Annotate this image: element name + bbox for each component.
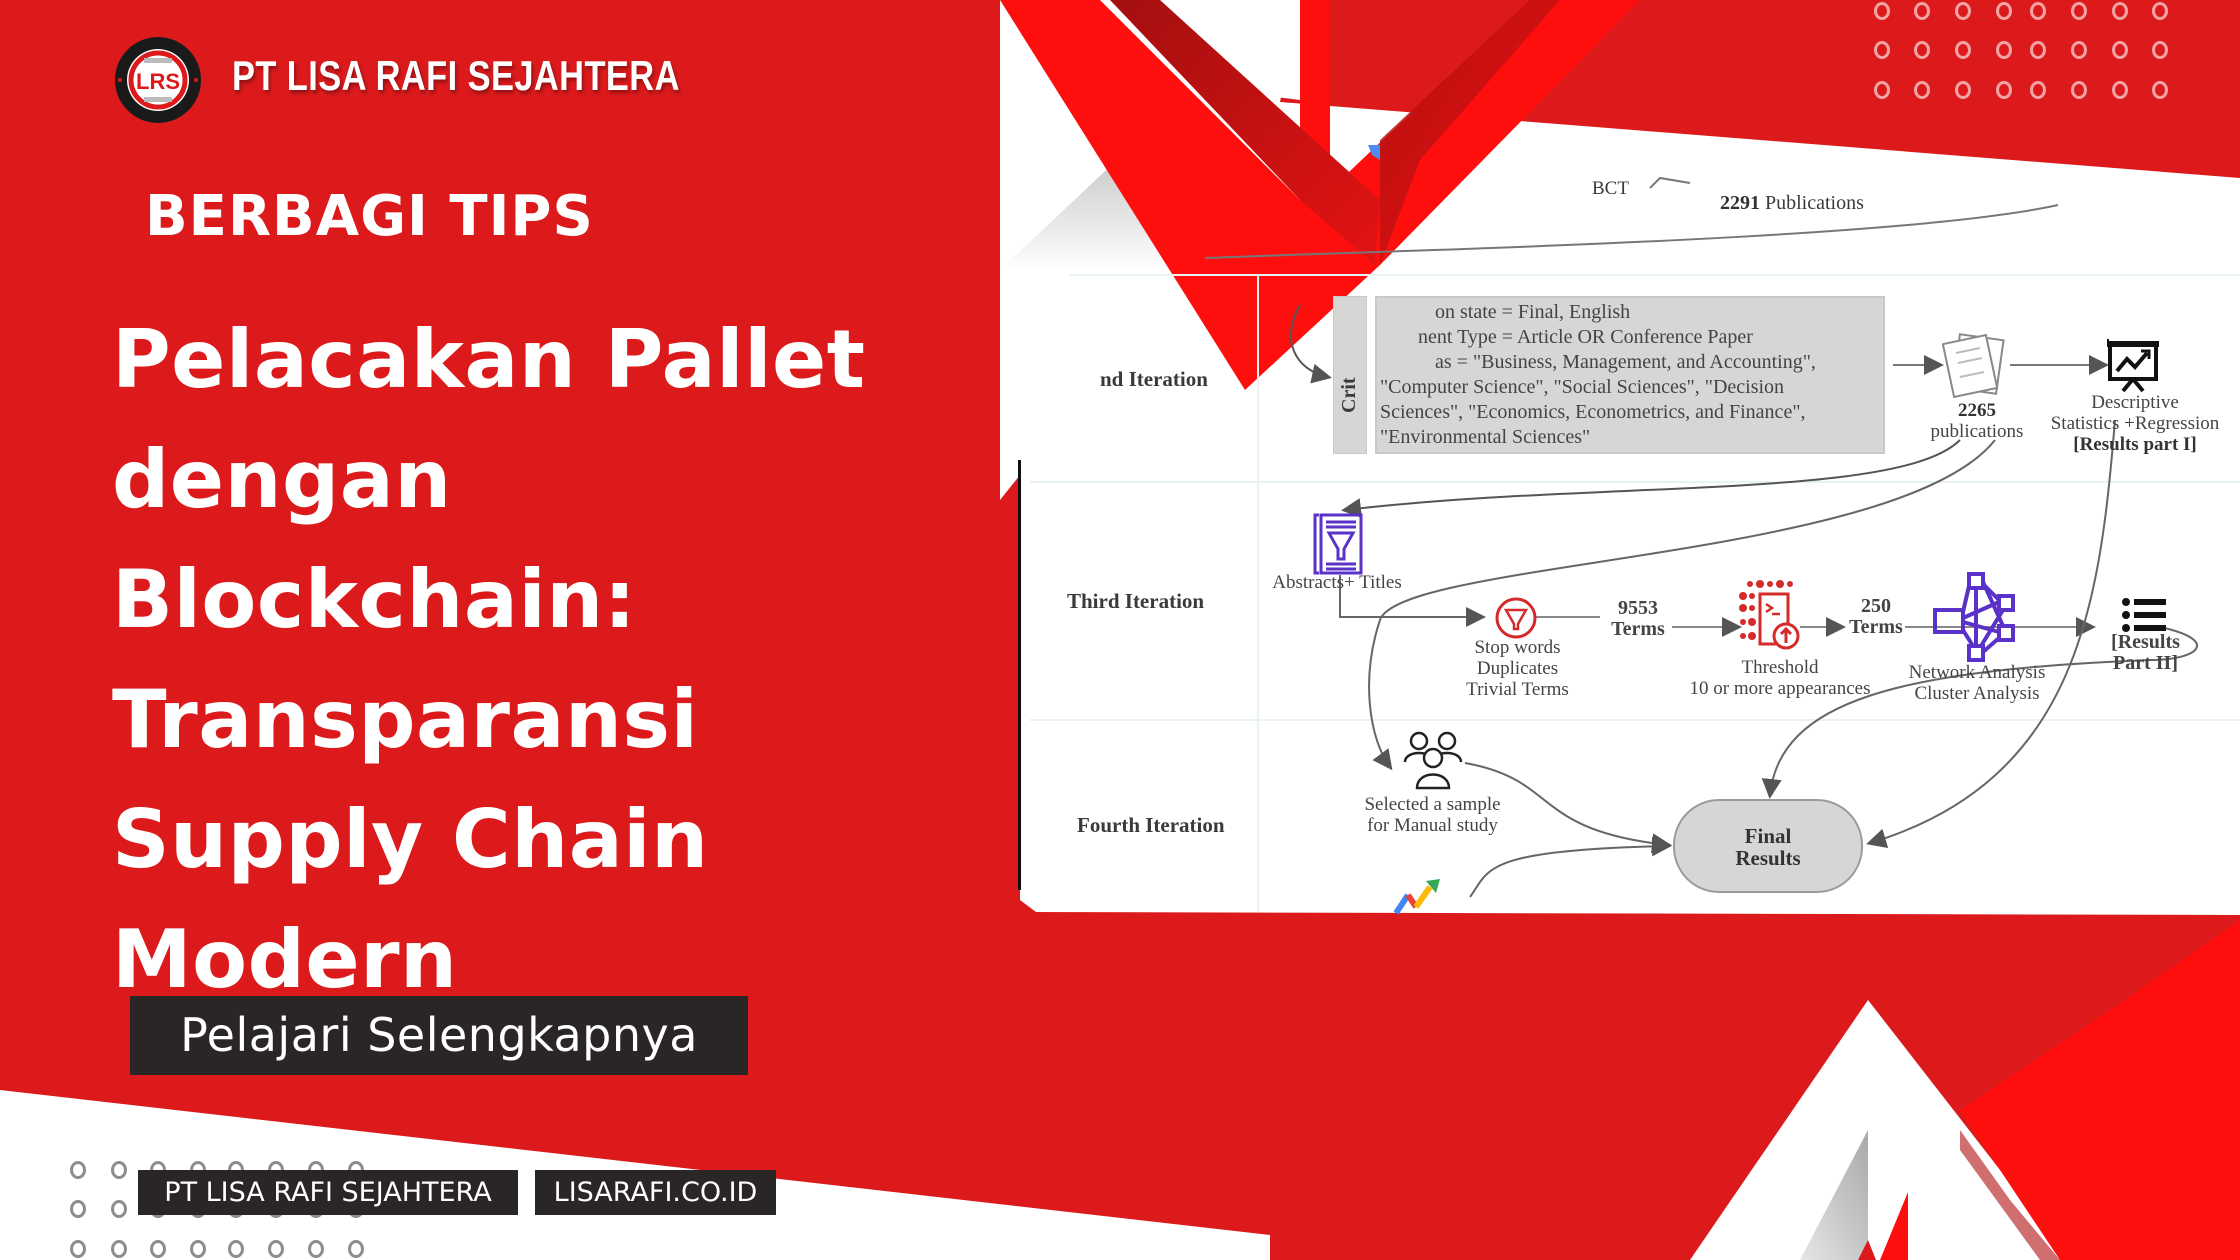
criteria-text: on state = Final, English nent Type = Ar… xyxy=(1380,300,1816,450)
presentation-chart-icon xyxy=(2107,339,2159,393)
headline-line: Modern xyxy=(112,913,458,1006)
publications-2291: 2291 Publications xyxy=(1720,192,1864,215)
publications-label: Publications xyxy=(1765,192,1864,214)
terms-250-count: 250 xyxy=(1861,595,1891,617)
article-headline: Pelacakan Pallet dengan Blockchain: Tran… xyxy=(112,300,872,1020)
network-line1: Network Analysis xyxy=(1908,662,2046,683)
headline-line: Transparansi xyxy=(112,673,699,766)
results2-line1: [Results xyxy=(2111,631,2180,653)
sample-node: Selected a sample for Manual study xyxy=(1345,794,1520,836)
headline-line: Pelacakan Pallet xyxy=(112,313,866,406)
criteria-line: Sciences", "Economics, Econometrics, and… xyxy=(1380,401,1806,423)
network-node: Network Analysis Cluster Analysis xyxy=(1892,662,2062,704)
google-trends-icon xyxy=(1393,879,1440,915)
headline-line: Supply Chain xyxy=(112,793,709,886)
terms-250: 250 Terms xyxy=(1836,596,1916,638)
learn-more-button[interactable]: Pelajari Selengkapnya xyxy=(130,996,748,1075)
results2-line2: Part II] xyxy=(2113,652,2178,674)
criteria-side-label: Crit xyxy=(1338,377,1360,413)
criteria-line: "Computer Science", "Social Sciences", "… xyxy=(1380,376,1785,398)
stopwords-line1: Stop words xyxy=(1474,637,1561,658)
list-icon xyxy=(2122,598,2166,632)
sample-line2: for Manual study xyxy=(1367,815,1498,836)
brand-logo[interactable]: LRS xyxy=(114,36,202,124)
terms-9553: 9553 Terms xyxy=(1598,598,1678,640)
section-kicker: BERBAGI TIPS xyxy=(145,184,594,249)
people-icon xyxy=(1403,731,1463,790)
descriptive-line2: Statistics +Regression xyxy=(2050,413,2220,434)
headline-line: dengan xyxy=(112,433,452,526)
final-line2: Results xyxy=(1735,846,1801,870)
stopwords-node: Stop words Duplicates Trivial Terms xyxy=(1440,637,1595,700)
pubs-2265-node: 2265 publications xyxy=(1922,400,2032,442)
stopwords-line3: Trivial Terms xyxy=(1466,679,1569,700)
headline-line: Blockchain: xyxy=(112,553,637,646)
stopwords-filter-icon xyxy=(1495,597,1537,639)
footer-website-link[interactable]: LISARAFI.CO.ID xyxy=(535,1170,776,1215)
criteria-line: as = "Business, Management, and Accounti… xyxy=(1435,351,1816,373)
row-label-fourth-iteration: Fourth Iteration xyxy=(1077,813,1225,837)
final-line1: Final xyxy=(1744,824,1792,848)
criteria-line: "Environmental Sciences" xyxy=(1380,426,1591,448)
terms-9553-count: 9553 xyxy=(1618,597,1658,619)
descriptive-line1: Descriptive xyxy=(2091,392,2179,413)
network-line2: Cluster Analysis xyxy=(1914,683,2040,704)
threshold-line2: 10 or more appearances xyxy=(1689,678,1871,699)
threshold-node: Threshold 10 or more appearances xyxy=(1670,657,1890,699)
stopwords-line2: Duplicates xyxy=(1476,658,1559,679)
pubs-2265-label: publications xyxy=(1930,421,2024,442)
documents-icon xyxy=(1942,333,2005,399)
network-analysis-icon xyxy=(1933,572,2015,662)
threshold-icon xyxy=(1739,580,1800,650)
svg-text:LRS: LRS xyxy=(136,69,180,94)
criteria-box xyxy=(1375,296,1885,454)
criteria-side-bar: Crit xyxy=(1333,296,1367,454)
lrs-logo-icon: LRS xyxy=(115,37,201,123)
terms-9553-label: Terms xyxy=(1611,618,1665,640)
criteria-line: on state = Final, English xyxy=(1435,301,1631,323)
brand-name: PT LISA RAFI SEJAHTERA xyxy=(232,52,680,99)
footer-company-tag: PT LISA RAFI SEJAHTERA xyxy=(138,1170,518,1215)
threshold-line1: Threshold xyxy=(1741,657,1819,678)
criteria-line: nent Type = Article OR Conference Paper xyxy=(1418,326,1753,348)
bct-label: BCT xyxy=(1592,178,1629,199)
publications-count: 2291 xyxy=(1720,192,1760,214)
descriptive-node: Descriptive Statistics +Regression [Resu… xyxy=(2030,392,2240,455)
abstracts-titles-label: Abstracts+ Titles xyxy=(1272,572,1402,593)
row-label-second-iteration: nd Iteration xyxy=(1100,367,1208,391)
results-part-2: [Results Part II] xyxy=(2098,632,2193,674)
sample-line1: Selected a sample xyxy=(1364,794,1501,815)
final-results-node: Final Results xyxy=(1673,799,1863,893)
results-part-1: [Results part I] xyxy=(2073,434,2197,455)
row-label-third-iteration: Third Iteration xyxy=(1067,589,1205,613)
terms-250-label: Terms xyxy=(1849,616,1903,638)
pubs-2265-count: 2265 xyxy=(1958,400,1996,421)
abstracts-filter-icon xyxy=(1313,513,1363,575)
